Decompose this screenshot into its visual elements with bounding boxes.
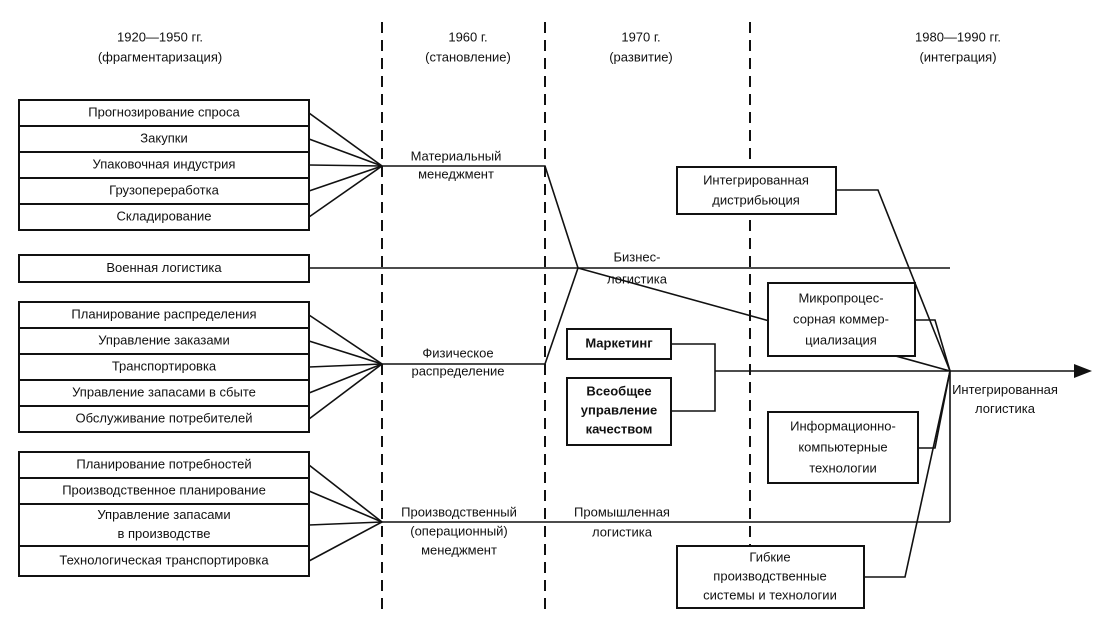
microprocessor-label-line-3: циализация <box>805 332 877 347</box>
distribution-box-2 <box>18 327 310 355</box>
period-1-stage: (фрагментаризация) <box>98 49 222 64</box>
microprocessor-label-line-2: сорная коммер- <box>793 311 889 326</box>
period-4-years: 1980—1990 гг. <box>915 29 1001 44</box>
supply-connector-3 <box>308 164 383 167</box>
integrated-logistics-label-line-1: Интегрированная <box>952 382 1058 397</box>
production-connector-2 <box>308 490 383 523</box>
distribution-item-1: Планирование распределения <box>71 306 256 321</box>
marketing-box <box>566 328 672 360</box>
production-management-label-line-3: менеджмент <box>421 542 497 557</box>
business-logistics-label-line-2: логистика <box>607 271 668 286</box>
period-2-stage: (становление) <box>425 49 511 64</box>
supply-box-4 <box>18 177 310 205</box>
production-box-1 <box>18 451 310 479</box>
distribution-connector-5 <box>308 363 383 420</box>
microprocessor-connector <box>915 319 951 372</box>
period-1-years: 1920—1950 гг. <box>117 29 203 44</box>
production-item-1: Планирование потребностей <box>76 456 251 471</box>
distribution-connector-4 <box>308 363 383 394</box>
supply-connector-2 <box>308 138 383 167</box>
business-logistics-label-line-1: Бизнес- <box>614 249 661 264</box>
total-quality-label-line-2: управление <box>581 402 657 417</box>
production-connector-3 <box>308 521 383 526</box>
integrated-logistics-label-line-2: логистика <box>975 401 1036 416</box>
supply-connector-4 <box>308 165 383 192</box>
supply-item-3: Упаковочная индустрия <box>93 156 236 171</box>
production-connector-4 <box>308 521 383 562</box>
distribution-item-4: Управление запасами в сбыте <box>72 384 256 399</box>
supply-item-2: Закупки <box>140 130 187 145</box>
production-item-3-line-1: Управление запасами <box>97 507 230 522</box>
physical-distribution-label-line-1: Физическое <box>422 345 493 360</box>
period-3-stage: (развитие) <box>609 49 673 64</box>
physical-to-business-line <box>382 267 579 365</box>
distribution-connector-3 <box>308 363 383 368</box>
material-management-label-line-1: Материальный <box>411 148 502 163</box>
flexible-systems-connector <box>864 370 951 578</box>
integrated-distribution-box <box>676 166 837 215</box>
physical-distribution-label-line-2: распределение <box>411 363 504 378</box>
flexible-systems-label-line-1: Гибкие <box>749 549 790 564</box>
main-axis-arrowhead <box>1074 364 1092 378</box>
total-quality-box <box>566 377 672 446</box>
info-tech-connector <box>918 370 951 449</box>
marketing-label: Маркетинг <box>585 335 653 350</box>
supply-item-5: Складирование <box>116 208 211 223</box>
distribution-box-5 <box>18 405 310 433</box>
flexible-systems-label-line-2: производственные <box>713 568 826 583</box>
supply-item-1: Прогнозирование спроса <box>88 104 240 119</box>
production-management-label-line-1: Производственный <box>401 504 517 519</box>
flexible-systems-label-line-3: системы и технологии <box>703 587 837 602</box>
marketing-bracket-line <box>671 343 716 412</box>
production-management-label-line-2: (операционный) <box>410 523 508 538</box>
flexible-systems-box <box>676 545 865 609</box>
production-item-2: Производственное планирование <box>62 482 266 497</box>
production-box-4 <box>18 545 310 577</box>
supply-box-5 <box>18 203 310 231</box>
total-quality-label-line-3: качеством <box>586 421 653 436</box>
distribution-item-2: Управление заказами <box>98 332 230 347</box>
military-logistics-box <box>18 254 310 283</box>
industrial-logistics-label-line-1: Промышленная <box>574 504 670 519</box>
production-item-3-line-2: в производстве <box>118 526 211 541</box>
production-connector-1 <box>308 464 383 523</box>
integrated-distribution-connector <box>836 189 951 372</box>
period-3-years: 1970 г. <box>621 29 660 44</box>
microprocessor-label-line-1: Микропроцес- <box>798 290 883 305</box>
distribution-connector-2 <box>308 340 383 365</box>
production-item-4: Технологическая транспортировка <box>59 552 269 567</box>
diagram-labels: 1920—1950 гг. (фрагментаризация) 1960 г. (с… <box>59 29 1058 602</box>
material-to-business-line <box>382 165 579 269</box>
military-logistics-label: Военная логистика <box>106 260 222 275</box>
material-management-label-line-2: менеджмент <box>418 166 494 181</box>
period-2-years: 1960 г. <box>448 29 487 44</box>
supply-connector-5 <box>308 165 383 218</box>
diagram-boxes <box>18 99 919 609</box>
distribution-connector-1 <box>308 314 383 365</box>
supply-item-4: Грузопереработка <box>109 182 219 197</box>
connector-lines <box>308 22 1092 612</box>
total-quality-label-line-1: Всеобщее <box>586 383 651 398</box>
supply-box-3 <box>18 151 310 179</box>
supply-box-2 <box>18 125 310 153</box>
info-tech-label-line-2: компьютерные <box>798 439 887 454</box>
production-box-3 <box>18 503 310 547</box>
integrated-distribution-label-line-2: дистрибьюция <box>712 192 800 207</box>
supply-connector-1 <box>308 112 383 167</box>
distribution-box-4 <box>18 379 310 407</box>
production-box-2 <box>18 477 310 505</box>
integrated-distribution-label-line-1: Интегрированная <box>703 172 809 187</box>
distribution-item-3: Транспортировка <box>112 358 217 373</box>
industrial-logistics-label-line-2: логистика <box>592 524 653 539</box>
period-4-stage: (интеграция) <box>919 49 996 64</box>
info-tech-label-line-3: технологии <box>809 460 877 475</box>
distribution-item-5: Обслуживание потребителей <box>75 410 252 425</box>
info-tech-label-line-1: Информационно- <box>790 418 896 433</box>
info-tech-box <box>767 411 919 484</box>
supply-box-1 <box>18 99 310 127</box>
microprocessor-box <box>767 282 916 357</box>
